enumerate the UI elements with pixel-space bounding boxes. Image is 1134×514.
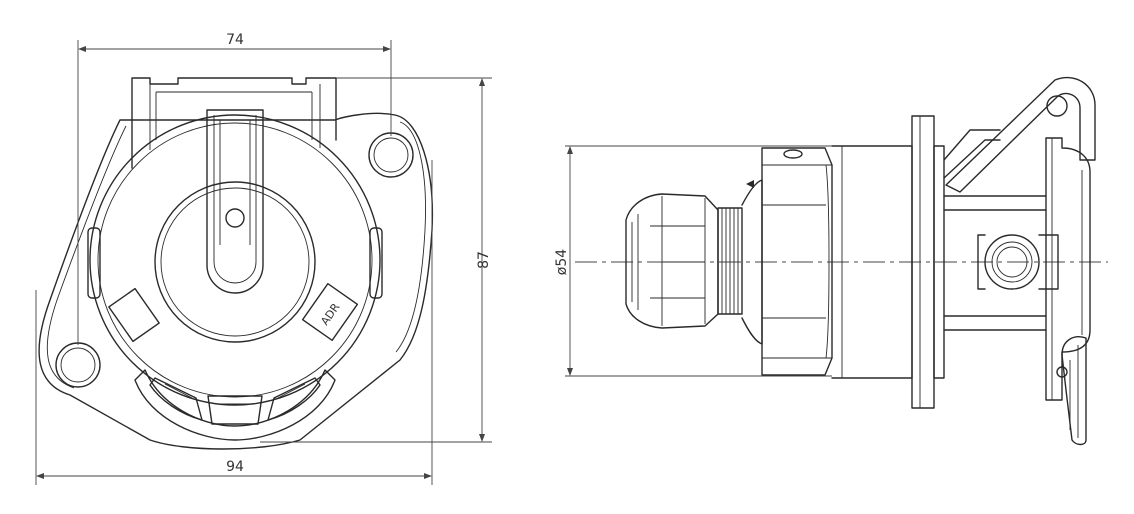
dimension-74-label: 74: [226, 32, 244, 48]
cover-pin: [225, 208, 245, 228]
flange-plate: [911, 115, 945, 409]
dimension-diameter-54: ø54: [554, 145, 832, 377]
dimension-94: 94: [35, 160, 433, 485]
cable-gland: [625, 193, 719, 329]
side-view: ø54: [554, 76, 1108, 446]
cover-profile: [1045, 137, 1091, 401]
thread-section: [717, 207, 743, 315]
front-view: ADR 74 87 94: [35, 32, 492, 485]
side-boss: [977, 234, 1059, 290]
dimension-87-label: 87: [476, 251, 492, 269]
latch-housing: [131, 77, 337, 169]
mounting-hole-bottom-left: [55, 342, 101, 388]
dimension-87: 87: [260, 77, 492, 443]
socket-body-outer: [89, 114, 381, 406]
adr-badge-text: ADR: [318, 301, 342, 328]
hex-nut: [746, 147, 833, 376]
dimension-diameter-54-label: ø54: [554, 249, 570, 275]
latch-cover: [945, 76, 1096, 193]
adr-badge: ADR: [301, 282, 359, 342]
clip-left: [108, 287, 160, 343]
pivot-hole: [1046, 95, 1068, 117]
dimension-94-label: 94: [226, 459, 244, 475]
socket-face: [154, 181, 316, 343]
mounting-hole-top-right: [368, 132, 414, 178]
dimension-74: 74: [77, 32, 392, 345]
latch-tab: [1056, 336, 1087, 446]
mounting-flange: [38, 112, 434, 450]
cover-arm: [206, 109, 264, 294]
